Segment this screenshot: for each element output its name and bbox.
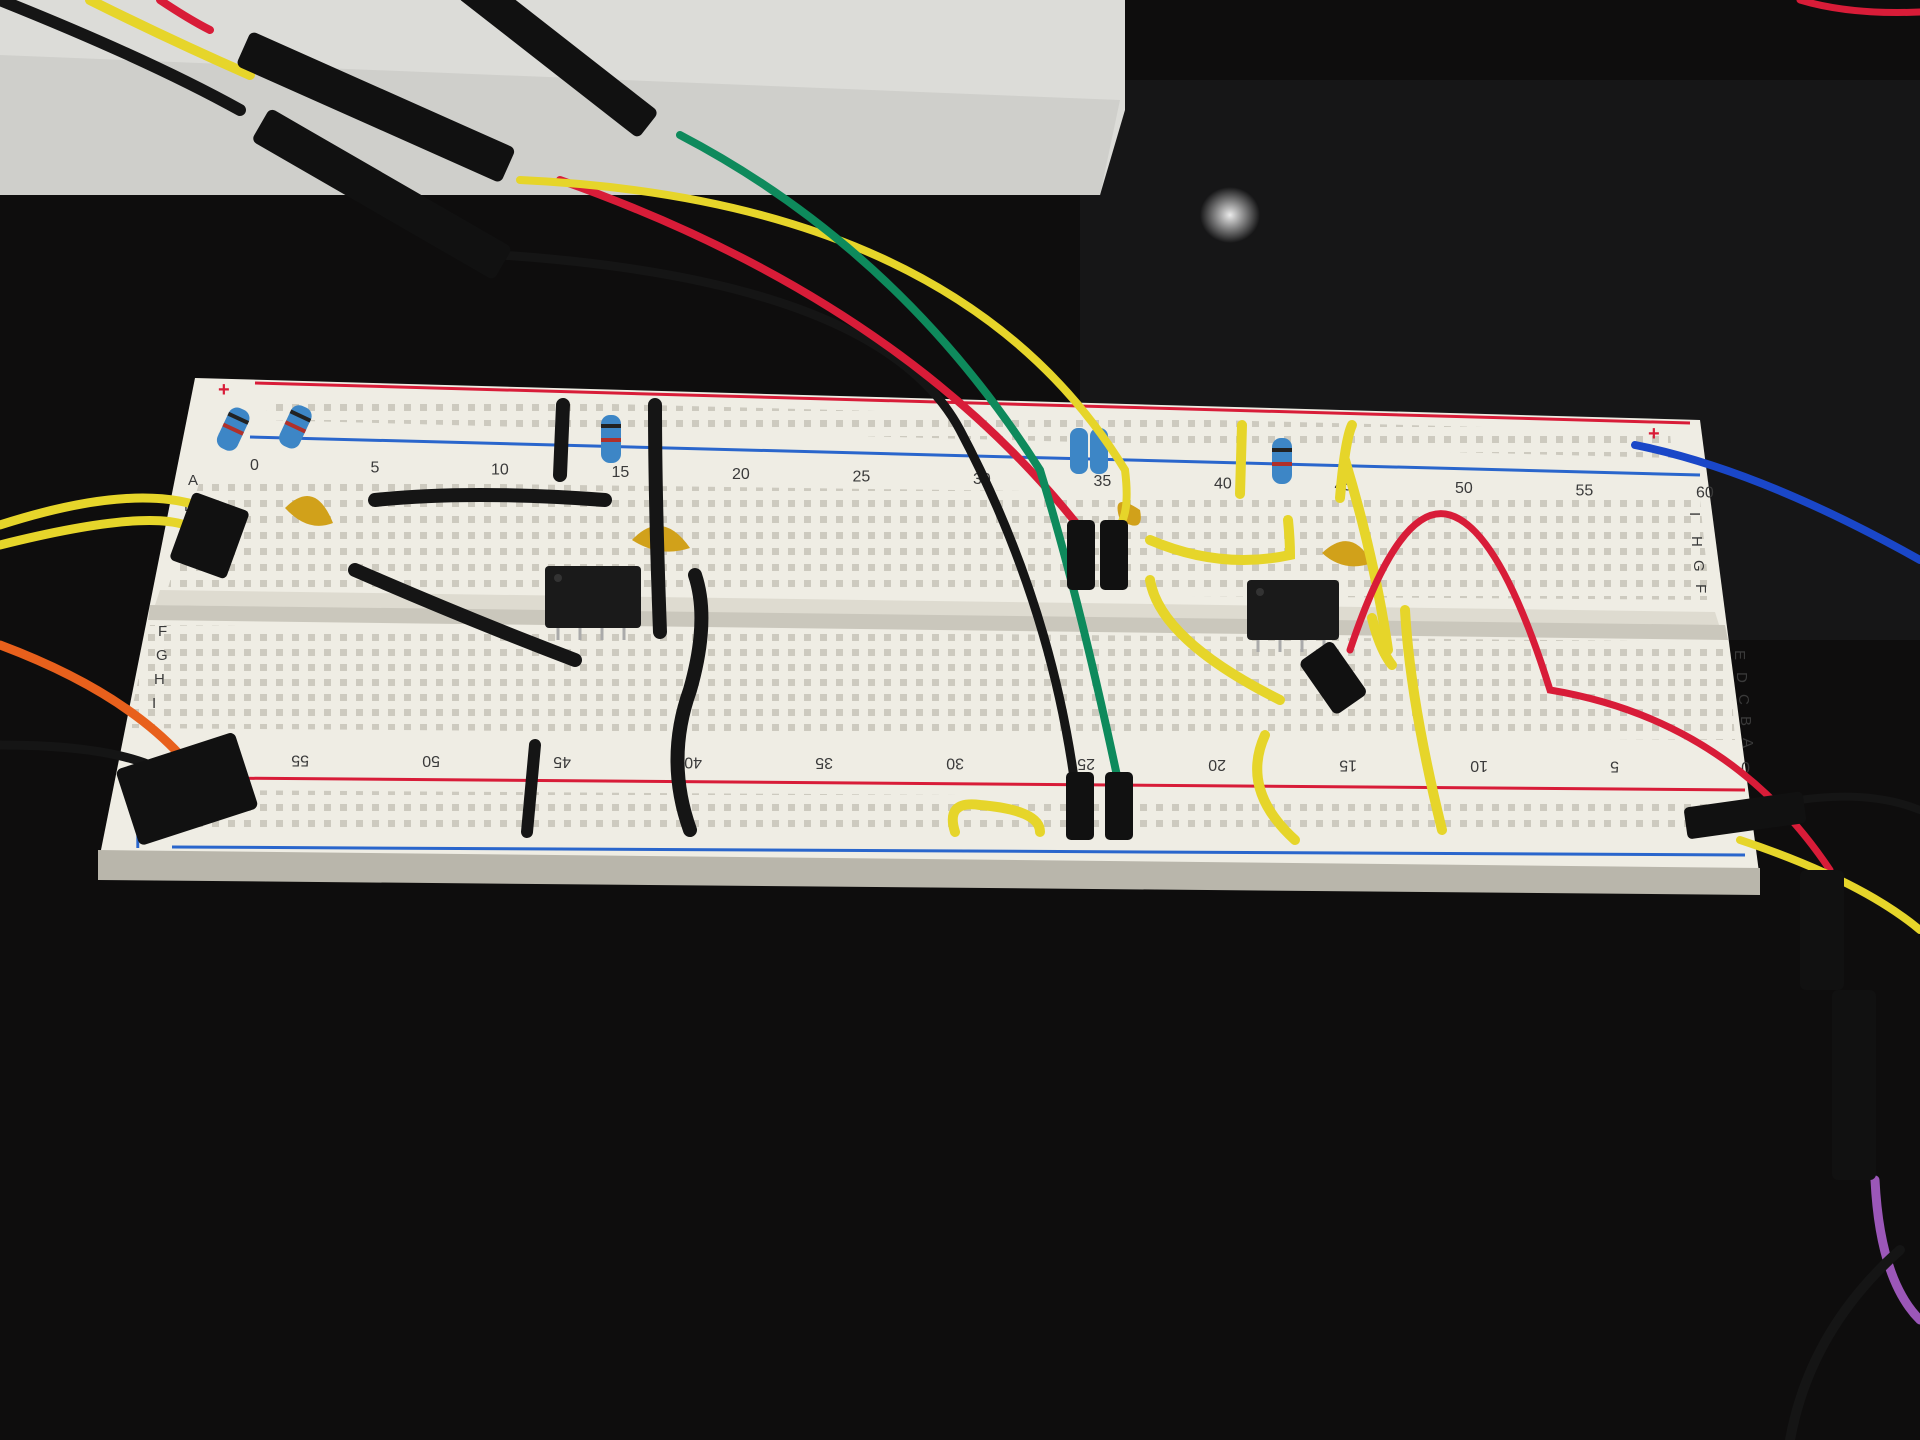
top-right-row-letter-G: G (1690, 560, 1707, 572)
rail-plus-sign-top-right: + (1648, 423, 1660, 445)
connector-left-upper (170, 492, 249, 579)
yellow-jumper-1 (1235, 420, 1247, 499)
black-wire-top-a (0, 0, 246, 116)
connector-pair-center-lower (1066, 772, 1133, 840)
bottom-left-row-letter-I: I (152, 695, 156, 712)
bottom-column-number-5: 5 (1610, 758, 1619, 775)
top-column-number-40: 40 (1214, 475, 1232, 492)
bottom-terminal-strip (128, 625, 1735, 740)
yellow-jumper-4 (1145, 575, 1285, 705)
yellow-jumper-6 (1400, 605, 1447, 835)
top-right-row-letter-I: I (1686, 512, 1703, 516)
dupont-connectors (116, 0, 1876, 1180)
black-wire-left (0, 740, 155, 770)
red-wire-right (1346, 510, 1834, 874)
top-column-number-25: 25 (853, 469, 871, 486)
top-column-number-35: 35 (1094, 473, 1112, 490)
top-right-row-letter-F: F (1692, 584, 1709, 593)
bottom-column-number-40: 40 (684, 753, 702, 770)
light-glare (1200, 187, 1260, 243)
black-jumper-2 (368, 488, 612, 507)
orange-wire-left (0, 640, 185, 760)
rail-minus-sign-bottom-left: I (135, 831, 141, 853)
yellow-wire-bottom-right (1736, 836, 1920, 934)
black-wire-bottom-right (1785, 1245, 1905, 1440)
bottom-column-number-25: 25 (1077, 755, 1095, 772)
yellow-long-wire (516, 176, 1131, 529)
red-wire-top-a (156, 0, 214, 34)
bottom-right-row-letter-A: A (1739, 738, 1756, 748)
resistor-5 (1272, 438, 1292, 484)
bottom-left-row-letter-H: H (154, 671, 165, 688)
rail-plus-sign-top-left: + (218, 379, 230, 401)
bottom-column-number-45: 45 (553, 753, 571, 770)
bottom-column-number-0: 0 (1741, 758, 1750, 775)
bottom-right-row-letter-C: C (1735, 694, 1752, 705)
connector-black-top-2 (237, 32, 515, 182)
yellow-jumper-3 (1145, 515, 1296, 565)
resistor-1 (216, 407, 250, 451)
row-letter-labels: ABIHGFFGHIEDCBA (152, 472, 1756, 748)
bottom-column-number-20: 20 (1208, 756, 1226, 773)
connector-right-vertical-2 (1832, 990, 1876, 1180)
black-jumper-1 (553, 398, 570, 482)
capacitor-1 (285, 496, 333, 526)
bottom-column-number-55: 55 (291, 752, 309, 769)
top-column-number-10: 10 (491, 462, 509, 479)
bottom-right-row-letter-B: B (1737, 716, 1754, 726)
yellow-jumper-2 (1335, 420, 1357, 503)
black-jumper-4 (648, 398, 667, 639)
bottom-left-row-letter-F: F (158, 623, 167, 640)
bottom-column-number-50: 50 (422, 752, 440, 769)
bottom-column-number-35: 35 (815, 754, 833, 771)
breadboard-shadow-edge (98, 850, 1760, 895)
top-left-row-letter-A: A (188, 472, 198, 489)
connector-pair-center-upper (1067, 520, 1128, 590)
yellow-jumper-5 (1252, 730, 1300, 845)
capacitor-4 (1322, 541, 1372, 567)
green-long-wire (676, 131, 1124, 794)
resistor-3 (601, 415, 621, 463)
red-wire-top-corner (1796, 0, 1920, 16)
ic-chip-right (1247, 580, 1339, 652)
black-jumper-5 (670, 568, 709, 837)
yellow-jumper-9 (1340, 455, 1393, 655)
black-jumper-3 (348, 563, 582, 667)
top-column-number-50: 50 (1455, 480, 1473, 497)
white-box-front (0, 55, 1120, 195)
blue-wire-right (1631, 441, 1920, 564)
bottom-left-row-letter-G: G (156, 647, 168, 664)
connector-right-edge (1684, 791, 1807, 839)
yellow-jumper-8 (947, 799, 1045, 837)
yellow-wire-top-a (85, 0, 255, 80)
black-wire-top-right (1796, 792, 1920, 814)
top-column-number-55: 55 (1576, 482, 1594, 499)
bottom-column-number-15: 15 (1339, 756, 1357, 773)
yellow-jumper-7 (1367, 613, 1397, 670)
bottom-column-number-10: 10 (1470, 757, 1488, 774)
resistor-2 (279, 405, 312, 449)
black-long-wire (495, 250, 1080, 790)
top-column-number-15: 15 (612, 464, 630, 481)
connector-red-right (1300, 642, 1366, 714)
top-column-number-60: 60 (1696, 485, 1714, 502)
top-column-number-5: 5 (371, 459, 380, 476)
black-jumper-6 (521, 739, 541, 838)
connector-left-lower (116, 733, 258, 845)
yellow-wire-left-2 (0, 516, 190, 550)
ic-chip-left (545, 566, 641, 640)
red-long-wire (556, 176, 1084, 532)
top-column-number-0: 0 (250, 457, 259, 474)
connector-right-vertical-1 (1800, 870, 1844, 990)
bottom-right-row-letter-D: D (1733, 672, 1750, 683)
connector-black-top-3 (253, 109, 511, 279)
connector-black-top-1 (459, 0, 657, 137)
bottom-right-row-letter-E: E (1731, 650, 1748, 660)
top-right-row-letter-H: H (1688, 536, 1705, 547)
bottom-column-number-30: 30 (946, 755, 964, 772)
top-column-number-20: 20 (732, 466, 750, 483)
